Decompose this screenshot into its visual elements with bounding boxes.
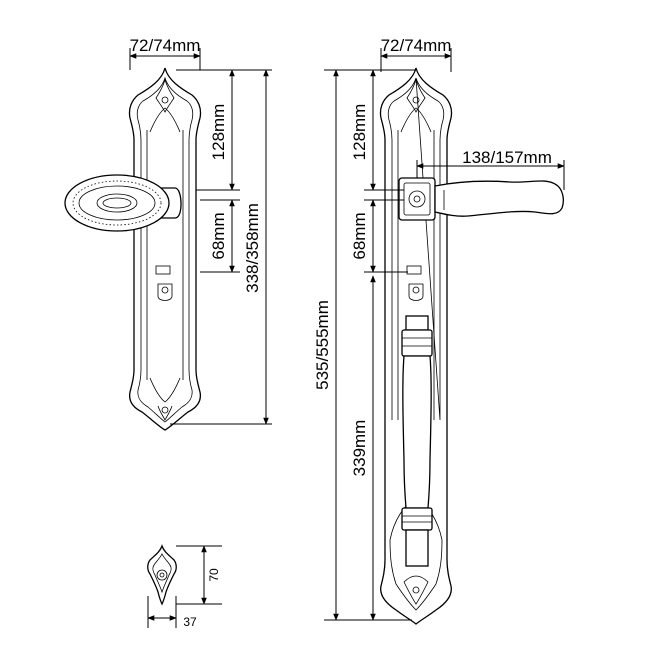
right-width-dimension: 72/74mm <box>380 36 452 72</box>
right-lever-dimension: 138/157mm <box>416 148 565 190</box>
rosette <box>147 543 177 606</box>
right-535-label: 535/555mm <box>313 300 332 390</box>
left-height-dimensions: 128mm 68mm 338/358mm <box>170 69 272 425</box>
left-68-label: 68mm <box>209 212 228 259</box>
right-339-label: 339mm <box>350 420 369 477</box>
left-338-label: 338/358mm <box>243 203 262 293</box>
left-knob <box>64 174 182 232</box>
right-height-dimensions: 128mm 68mm 339mm 535/555mm <box>313 69 416 621</box>
right-68-label: 68mm <box>350 212 369 259</box>
right-128-label: 128mm <box>350 104 369 161</box>
rosette-height-label: 70 <box>207 568 221 582</box>
left-backplate <box>128 67 202 431</box>
right-lever-label: 138/157mm <box>462 148 552 167</box>
rosette-width-label: 37 <box>183 615 197 629</box>
left-width-dimension: 72/74mm <box>129 36 201 70</box>
left-width-label: 72/74mm <box>130 36 201 55</box>
right-width-label: 72/74mm <box>381 36 452 55</box>
right-lever <box>398 177 564 221</box>
right-pull-grip <box>401 315 433 567</box>
left-128-label: 128mm <box>209 104 228 161</box>
rosette-dimensions: 70 37 <box>147 545 222 629</box>
